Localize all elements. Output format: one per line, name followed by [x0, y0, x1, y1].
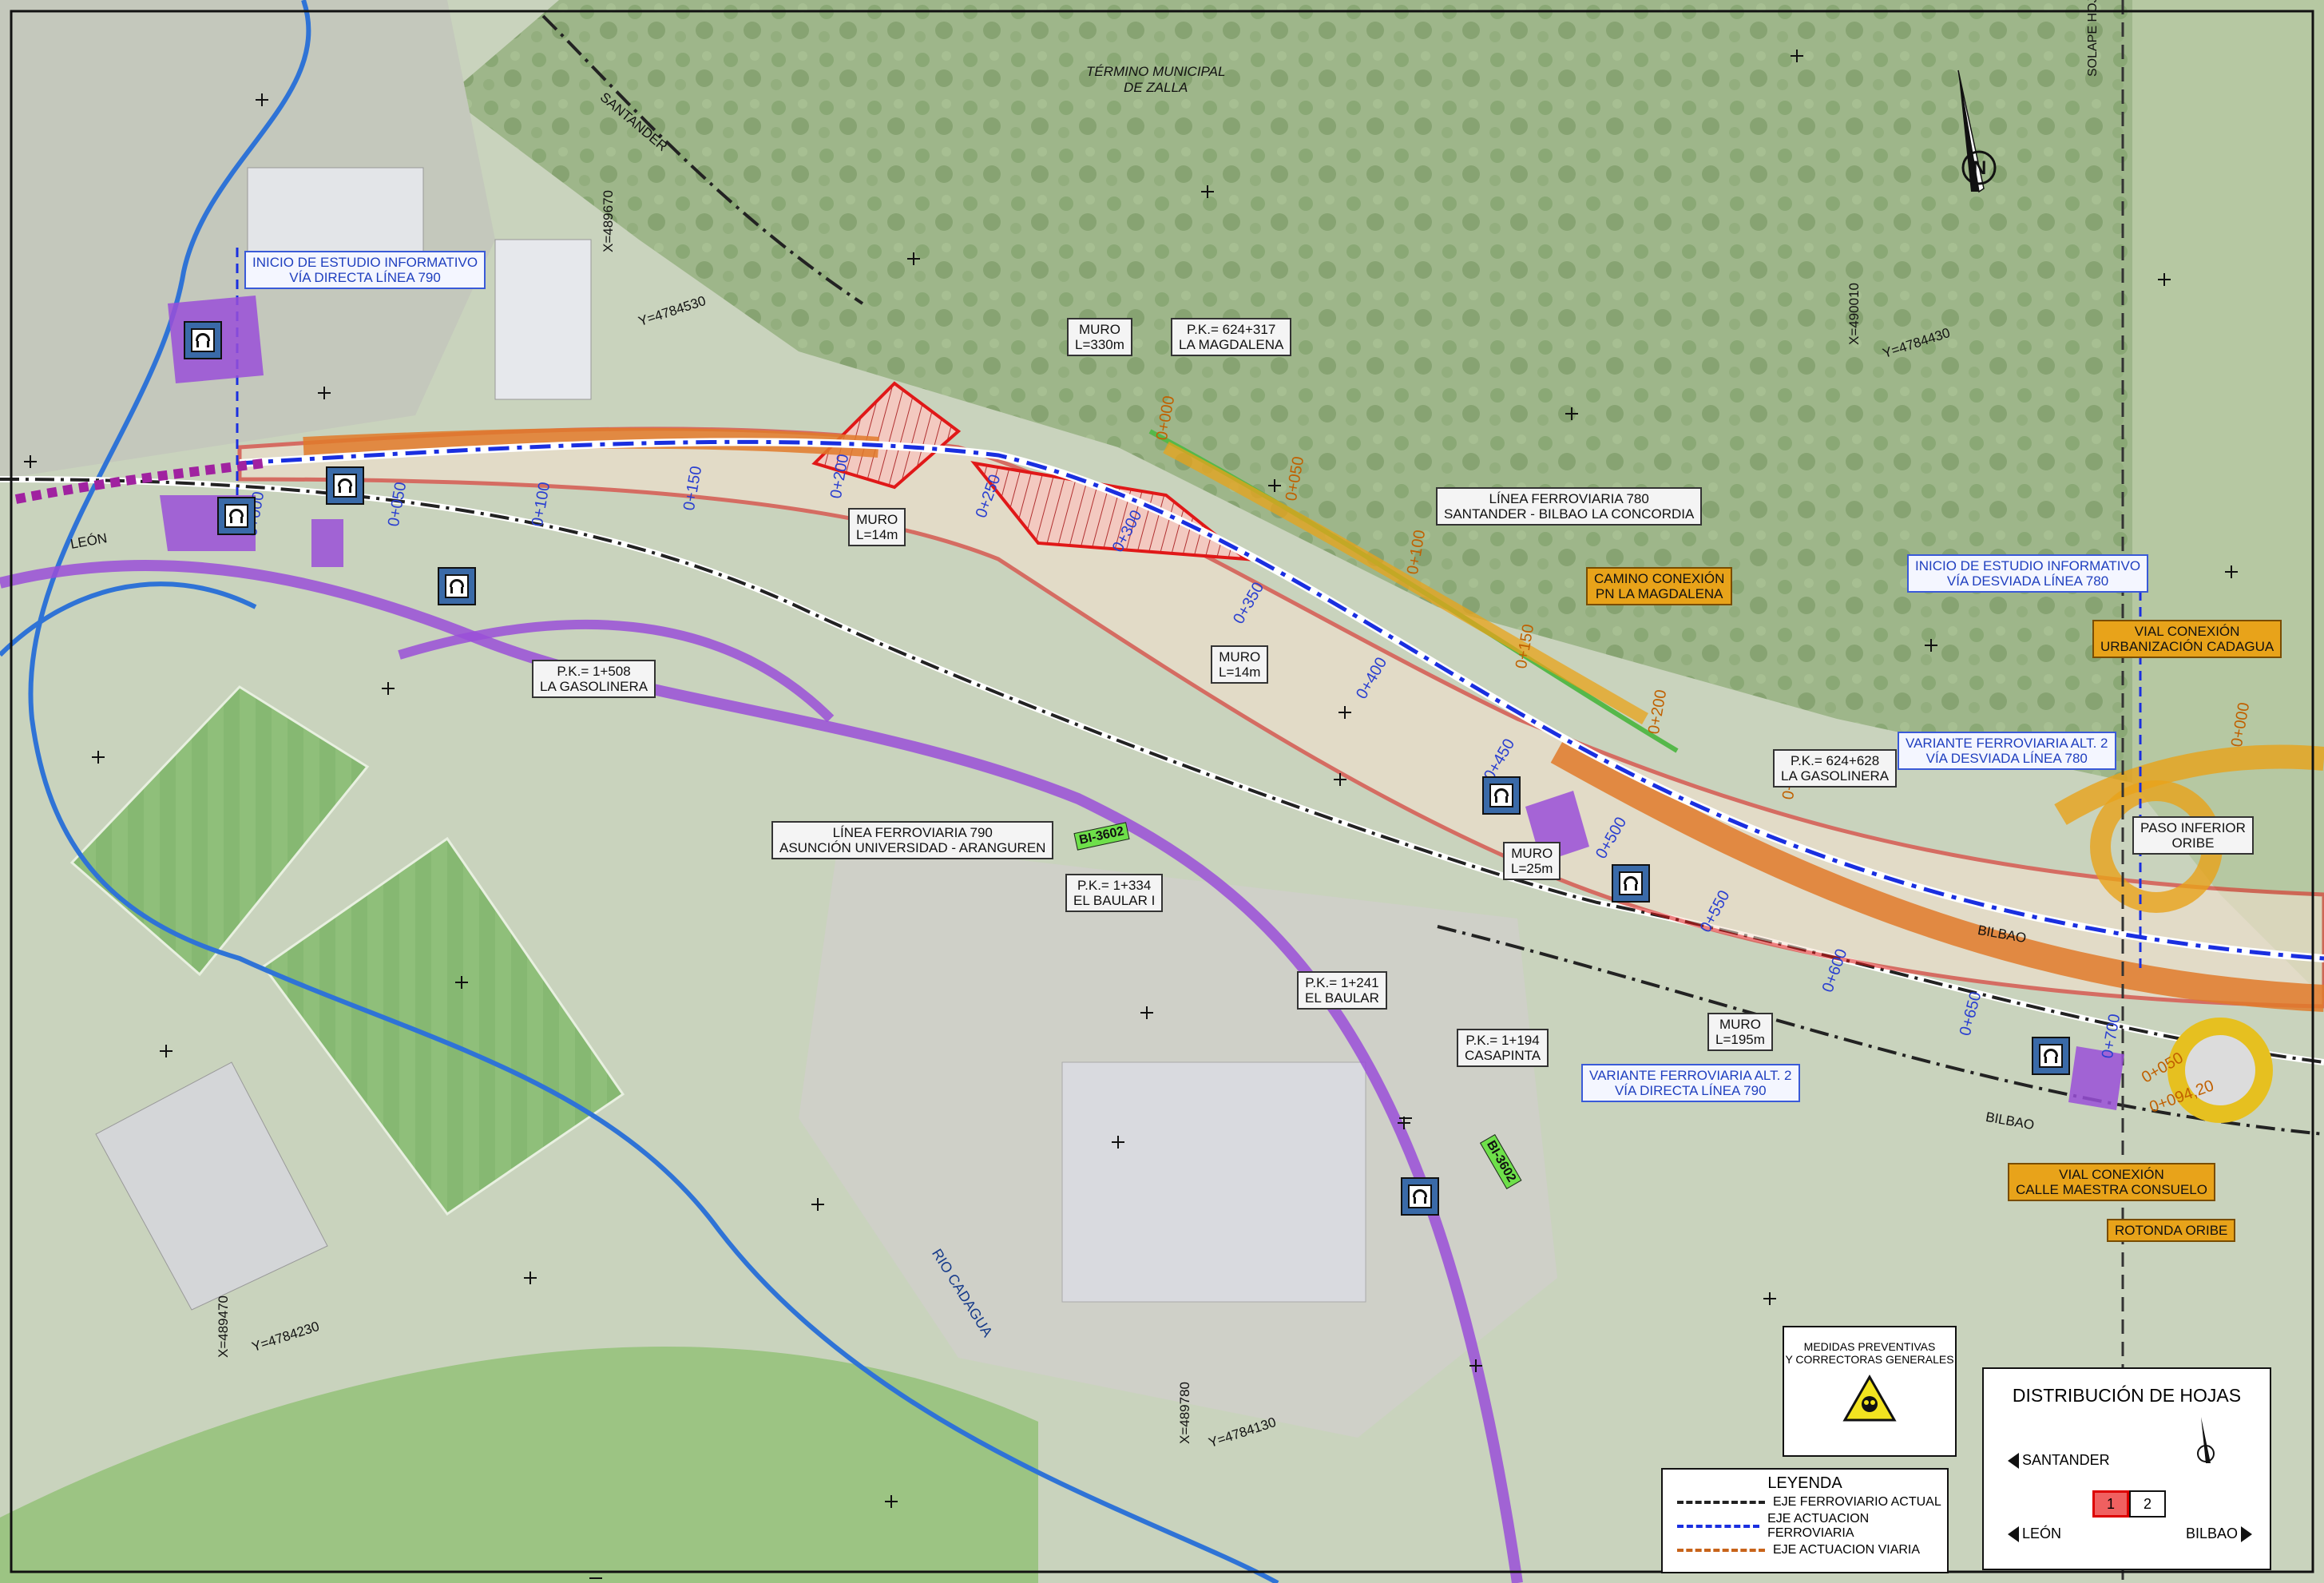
legend-item: EJE FERROVIARIO ACTUAL	[1677, 1495, 1947, 1510]
river-branch	[0, 581, 257, 657]
legend-panel: LEYENDA EJE FERROVIARIO ACTUAL EJE ACTUA…	[1661, 1468, 1949, 1573]
sheet-2[interactable]: 2	[2129, 1490, 2166, 1518]
north-arrow-small	[2197, 1417, 2215, 1463]
monument-icon	[1612, 864, 1650, 903]
football-field-north	[69, 685, 370, 977]
distribution-title: DISTRIBUCIÓN DE HOJAS	[2012, 1385, 2242, 1406]
legend-swatch-existing	[1677, 1501, 1765, 1504]
dir-santander: SANTANDER	[2008, 1452, 2110, 1469]
solape-label: SOLAPE HOJA 2	[2086, 0, 2100, 77]
monument-icon	[326, 466, 364, 505]
railway-790-bilbao	[1437, 925, 2324, 1136]
monument-icon	[438, 567, 476, 605]
sensitive-building	[311, 519, 343, 567]
coord-x: X=489470	[216, 1295, 231, 1358]
municipality-label: TÉRMINO MUNICIPAL DE ZALLA	[1086, 64, 1226, 95]
svg-text:N: N	[1973, 157, 1986, 179]
sheet-boxes: 1 2	[2092, 1490, 2166, 1518]
coord-x: X=490010	[1846, 283, 1862, 345]
dir-bilbao: BILBAO	[2186, 1525, 2252, 1542]
legend-item: EJE ACTUACION FERROVIARIA	[1677, 1512, 1947, 1541]
monument-icon	[184, 321, 222, 359]
legend-swatch-railway	[1677, 1525, 1760, 1528]
warehouse-roof	[494, 239, 592, 400]
arrow-left-icon	[2008, 1452, 2019, 1469]
coord-x: X=489780	[1177, 1382, 1192, 1444]
monument-icon	[1482, 776, 1521, 815]
football-field-south	[261, 836, 625, 1216]
label-rotonda-oribe: ROTONDA ORIBE	[2107, 1219, 2236, 1242]
monument-icon	[1401, 1177, 1439, 1216]
riverside-meadow	[0, 1347, 1038, 1583]
legend-swatch-road	[1677, 1549, 1765, 1552]
sheet-distribution-panel: DISTRIBUCIÓN DE HOJAS SANTANDER 1 2 LEÓN…	[1982, 1367, 2271, 1570]
river-cadagua	[28, 0, 1279, 1583]
railway-780-purple-start	[14, 458, 264, 504]
arrow-left-icon	[2008, 1525, 2019, 1542]
medidas-panel: MEDIDAS PREVENTIVAS Y CORRECTORAS GENERA…	[1783, 1326, 1957, 1457]
north-arrow: N	[1957, 69, 1997, 193]
arrow-right-icon	[2241, 1525, 2252, 1542]
dir-leon: LEÓN	[2008, 1525, 2061, 1542]
sheet-1[interactable]: 1	[2092, 1490, 2129, 1518]
embankment-hatch-north	[811, 381, 962, 490]
coord-x: X=489670	[601, 190, 616, 252]
road-action-east	[1550, 739, 2324, 1012]
monument-icon	[2032, 1037, 2070, 1075]
roundabout-oribe	[2167, 1018, 2273, 1123]
road-bi-3602	[0, 559, 1523, 1583]
railway-780-santander	[541, 14, 864, 305]
sensitive-building	[2068, 1046, 2124, 1110]
map-frame	[10, 10, 2314, 1573]
road-camino-magdalena	[1163, 441, 1648, 724]
railway-action-axis	[239, 439, 2324, 961]
sports-hall-roof	[95, 1061, 328, 1311]
road-vial-cadagua	[2054, 744, 2324, 825]
monument-icon	[217, 497, 256, 535]
road-purple-connector	[398, 619, 835, 723]
medidas-line-1: MEDIDAS PREVENTIVAS	[1803, 1340, 1936, 1353]
supermarket-roof	[1061, 1061, 1366, 1303]
railway-790-existing	[0, 478, 2324, 1064]
legend-item: EJE ACTUACION VIARIA	[1677, 1543, 1947, 1557]
warning-icon	[1842, 1374, 1897, 1422]
medidas-line-2: Y CORRECTORAS GENERALES	[1785, 1353, 1954, 1366]
legend-title: LEYENDA	[1767, 1474, 1842, 1492]
